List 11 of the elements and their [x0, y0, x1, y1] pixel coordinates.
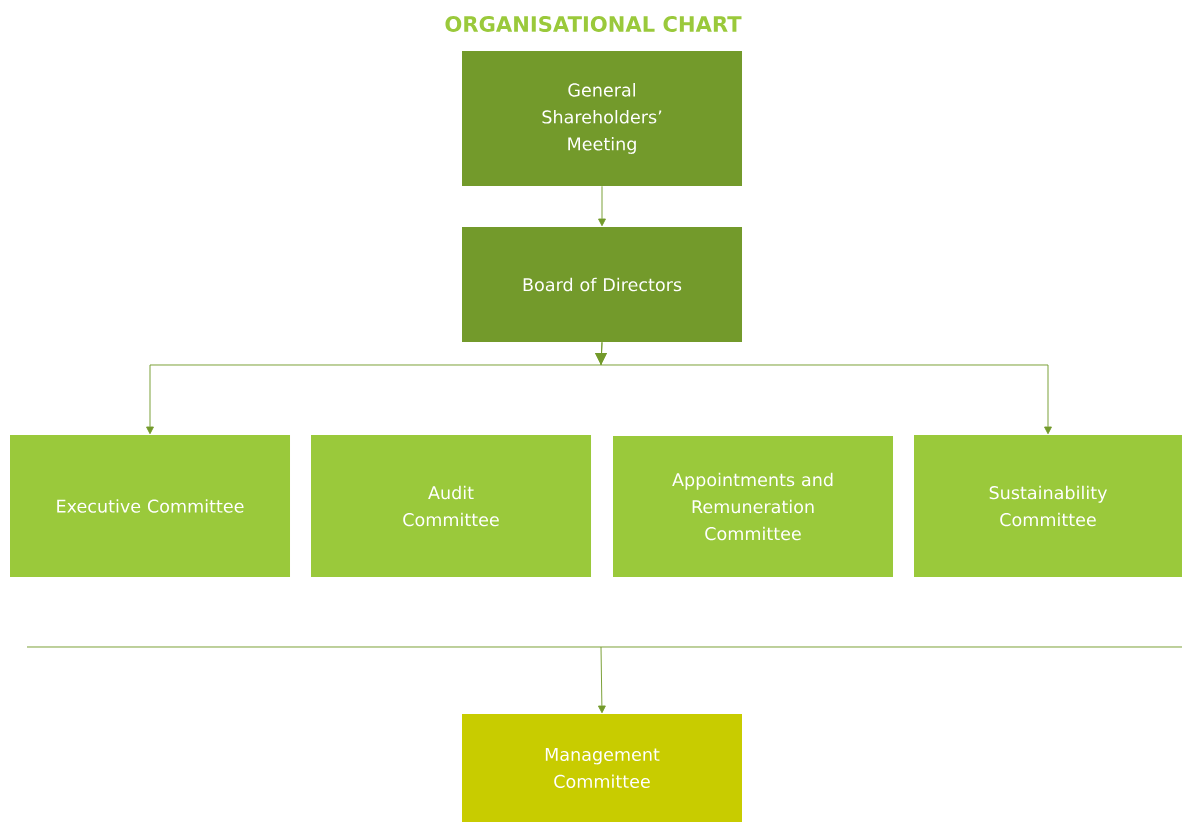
committee-box: Board of Directors [462, 227, 742, 342]
committee-box: General Shareholders’ Meeting [462, 51, 742, 186]
committee-box: Appointments and Remuneration Committee [613, 436, 893, 577]
committee-box: Management Committee [462, 714, 742, 822]
committee-box: Audit Committee [311, 435, 591, 577]
committee-box: Executive Committee [10, 435, 290, 577]
arrow [597, 646, 606, 714]
committee-box: Sustainability Committee [914, 435, 1182, 577]
arrow [598, 185, 606, 227]
chart-title: ORGANISATIONAL CHART [445, 16, 742, 32]
arrow [595, 341, 1052, 435]
